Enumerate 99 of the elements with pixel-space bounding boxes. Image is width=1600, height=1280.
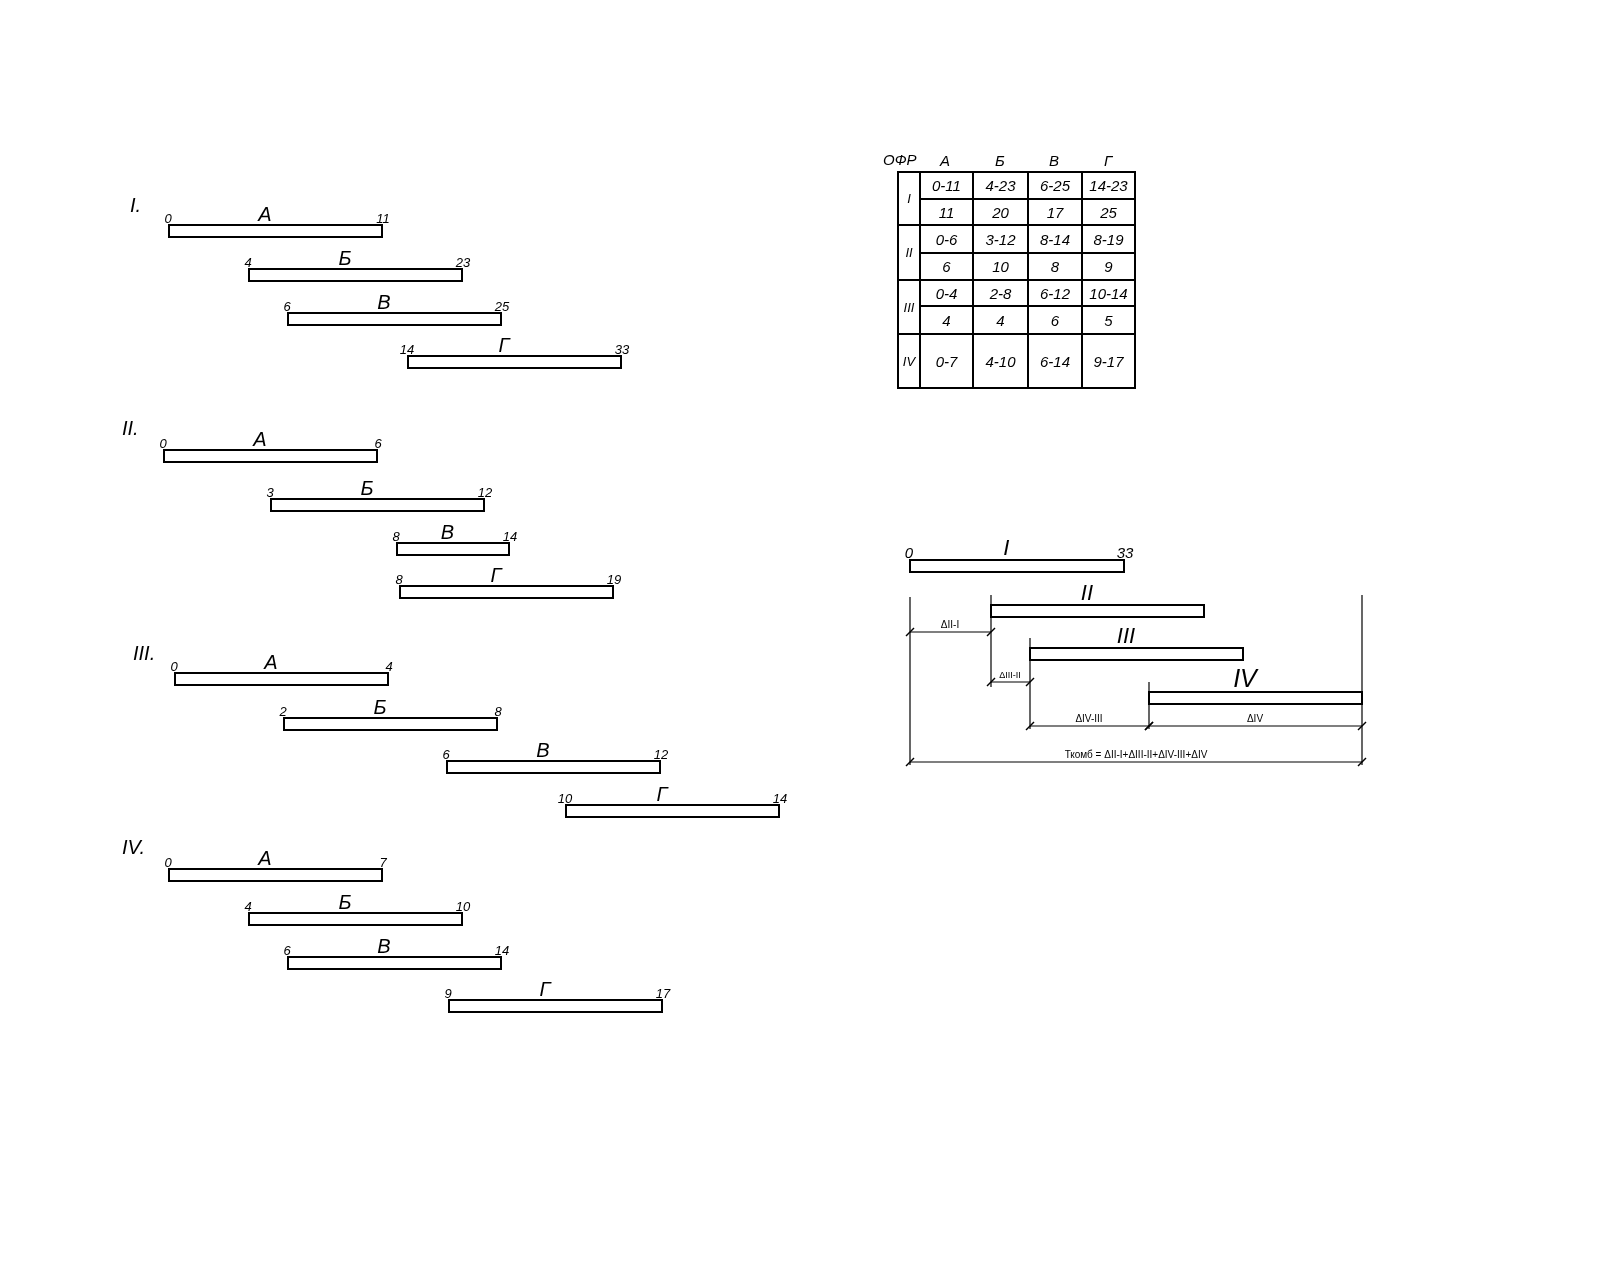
end-time: 12 — [477, 486, 493, 499]
task-label: В — [440, 522, 455, 542]
task-label: II — [1080, 582, 1094, 604]
end-time: 14 — [502, 530, 518, 543]
task-label: I — [1003, 537, 1010, 559]
row-header-cell: IV — [898, 334, 920, 388]
end-time: 6 — [374, 437, 382, 450]
start-time: 0 — [164, 856, 172, 869]
start-time: 8 — [395, 573, 403, 586]
table-cell: 3-12 — [973, 225, 1028, 253]
task-label: В — [536, 740, 550, 760]
table-cell: 6 — [1028, 306, 1082, 334]
start-time: 10 — [557, 792, 573, 805]
end-time: 14 — [772, 792, 788, 805]
task-label: III — [1116, 625, 1136, 647]
start-time: 0 — [159, 437, 167, 450]
task-label: А — [258, 848, 272, 868]
table-cell: 4 — [920, 306, 973, 334]
task-label: А — [258, 204, 272, 224]
table-title: ОФР — [883, 152, 917, 167]
task-label: А — [253, 429, 267, 449]
end-time: 17 — [655, 987, 671, 1000]
section-label: I. — [130, 195, 142, 215]
row-header-cell: II — [898, 225, 920, 280]
table-cell: 17 — [1028, 199, 1082, 225]
table-cell: 8-19 — [1082, 225, 1135, 253]
table-cell: 6-25 — [1028, 172, 1082, 199]
table-cell: 5 — [1082, 306, 1135, 334]
start-time: 3 — [266, 486, 274, 499]
table-cell: 4 — [973, 306, 1028, 334]
task-label: В — [377, 936, 391, 956]
task-label: Б — [338, 248, 352, 268]
end-time: 7 — [379, 856, 387, 869]
section-label: III. — [133, 643, 156, 663]
task-label: IV — [1233, 666, 1257, 691]
column-header: В — [1049, 153, 1059, 168]
end-time: 12 — [653, 748, 669, 761]
start-time: 9 — [444, 987, 452, 1000]
end-time: 33 — [614, 343, 630, 356]
task-label: А — [264, 652, 278, 672]
table-cell: 6 — [920, 253, 973, 280]
table-cell: 6-14 — [1028, 334, 1082, 388]
dimension-label: ΔII-I — [940, 620, 960, 630]
section-label: II. — [122, 418, 139, 438]
table-cell: 0-11 — [920, 172, 973, 199]
section-label: IV. — [122, 837, 145, 857]
column-header: Г — [1103, 153, 1113, 168]
task-label: Г — [656, 784, 668, 804]
start-time: 14 — [399, 343, 415, 356]
table-cell: 9-17 — [1082, 334, 1135, 388]
end-time: 10 — [455, 900, 471, 913]
start-time: 4 — [244, 256, 252, 269]
start-time: 8 — [392, 530, 400, 543]
row-header-cell: I — [898, 172, 920, 225]
end-time: 19 — [606, 573, 622, 586]
task-label: В — [377, 292, 391, 312]
table-cell: 14-23 — [1082, 172, 1135, 199]
dimension-label: ΔIV-III — [1075, 714, 1103, 724]
end-time: 8 — [494, 705, 502, 718]
table-cell: 0-7 — [920, 334, 973, 388]
table-cell: 20 — [973, 199, 1028, 225]
task-label: Б — [373, 697, 387, 717]
start-time: 0 — [904, 545, 914, 560]
table-cell: 10-14 — [1082, 280, 1135, 306]
end-time: 25 — [494, 300, 510, 313]
start-time: 6 — [283, 300, 291, 313]
task-label: Б — [360, 478, 374, 498]
table-cell: 0-6 — [920, 225, 973, 253]
task-label: Б — [338, 892, 352, 912]
start-time: 4 — [244, 900, 252, 913]
formula-label: Ткомб = ΔII-I+ΔIII-II+ΔIV-III+ΔIV — [1064, 750, 1208, 760]
column-header: Б — [995, 153, 1005, 168]
table-cell: 9 — [1082, 253, 1135, 280]
table-cell: 2-8 — [973, 280, 1028, 306]
start-time: 6 — [442, 748, 450, 761]
table-cell: 0-4 — [920, 280, 973, 306]
task-label: Г — [498, 335, 510, 355]
start-time: 6 — [283, 944, 291, 957]
table-cell: 6-12 — [1028, 280, 1082, 306]
dimension-label: ΔIII-II — [999, 671, 1021, 680]
task-label: Г — [490, 565, 502, 585]
start-time: 0 — [164, 212, 172, 225]
table-cell: 10 — [973, 253, 1028, 280]
table-cell: 11 — [920, 199, 973, 225]
start-time: 2 — [279, 705, 287, 718]
table-cell: 8 — [1028, 253, 1082, 280]
table-cell: 25 — [1082, 199, 1135, 225]
table-cell: 4-23 — [973, 172, 1028, 199]
end-time: 33 — [1116, 545, 1134, 560]
end-time: 11 — [376, 212, 390, 225]
row-header-cell: III — [898, 280, 920, 334]
start-time: 0 — [170, 660, 178, 673]
end-time: 4 — [385, 660, 393, 673]
table-cell: 8-14 — [1028, 225, 1082, 253]
task-label: Г — [539, 979, 551, 999]
end-time: 23 — [455, 256, 471, 269]
column-header: А — [940, 153, 950, 168]
end-time: 14 — [494, 944, 510, 957]
table-cell: 4-10 — [973, 334, 1028, 388]
